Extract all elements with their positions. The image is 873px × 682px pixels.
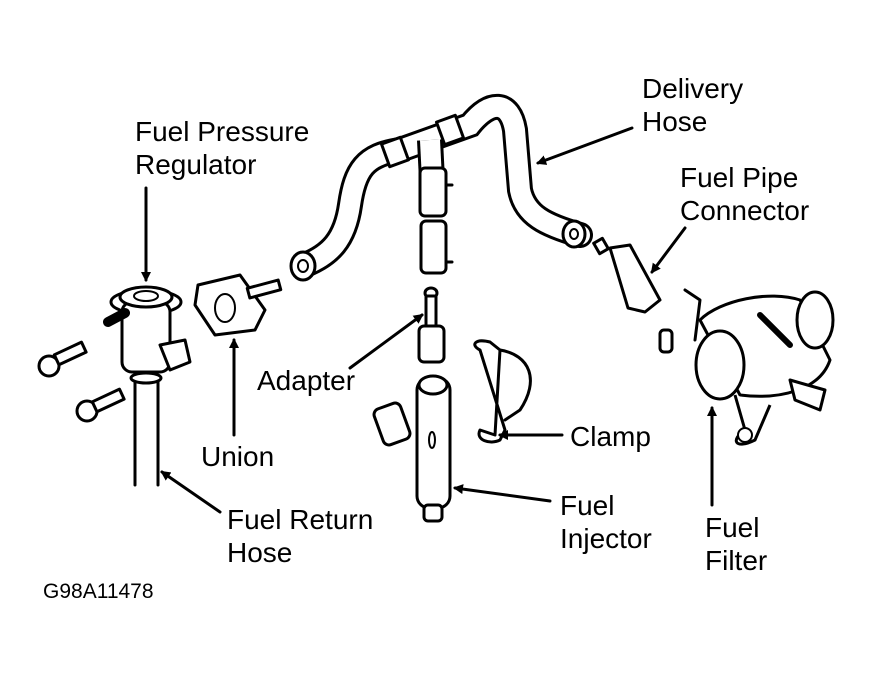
- label-adapter: Adapter: [257, 364, 355, 397]
- label-line: Clamp: [570, 421, 651, 452]
- label-line: Connector: [680, 195, 810, 226]
- label-clamp: Clamp: [570, 420, 651, 453]
- label-line: Regulator: [135, 149, 257, 180]
- fuel-injector-part: [372, 374, 452, 523]
- arrow-fuel-return-hose: [160, 470, 222, 514]
- arrow-fuel-pipe-connector: [650, 226, 687, 274]
- label-line: Fuel Pipe: [680, 162, 799, 193]
- label-line: Hose: [642, 106, 708, 137]
- label-fuel-filter: Fuel Filter: [705, 511, 767, 577]
- union-part: [193, 273, 283, 337]
- fuel-pipe-connector-part: [592, 236, 662, 314]
- label-line: Fuel Pressure: [135, 116, 310, 147]
- arrow-adapter: [348, 313, 424, 370]
- fuel-pressure-regulator-part: [103, 285, 192, 374]
- hose-clamps: [289, 113, 587, 282]
- label-union: Union: [201, 440, 274, 473]
- label-fuel-pipe-connector: Fuel Pipe Connector: [680, 161, 809, 227]
- tee-branch: [418, 166, 454, 275]
- fuel-return-hose-part: [129, 371, 163, 487]
- label-line: Fuel: [705, 512, 760, 543]
- adapter-part: [417, 286, 446, 364]
- delivery-hose: [292, 93, 593, 278]
- leader-arrows: [141, 126, 717, 514]
- label-line: Hose: [227, 537, 293, 568]
- fuel-filter-part: [658, 288, 835, 446]
- arrow-fuel-injector: [453, 484, 552, 503]
- figure-code: G98A11478: [43, 580, 154, 603]
- label-line: Fuel Return: [227, 504, 374, 535]
- label-line: Delivery: [642, 73, 744, 104]
- arrow-delivery-hose: [536, 126, 634, 165]
- label-fuel-injector: Fuel Injector: [560, 489, 652, 555]
- label-fuel-pressure-regulator: Fuel Pressure Regulator: [135, 115, 309, 181]
- label-delivery-hose: Delivery Hose: [642, 72, 743, 138]
- label-line: Fuel: [560, 490, 615, 521]
- label-line: Union: [201, 441, 275, 472]
- bolts: [37, 340, 126, 423]
- label-line: Filter: [705, 545, 768, 576]
- label-line: Injector: [560, 523, 652, 554]
- label-fuel-return-hose: Fuel Return Hose: [227, 503, 373, 569]
- label-line: Adapter: [257, 365, 356, 396]
- clamp-part: [473, 339, 532, 444]
